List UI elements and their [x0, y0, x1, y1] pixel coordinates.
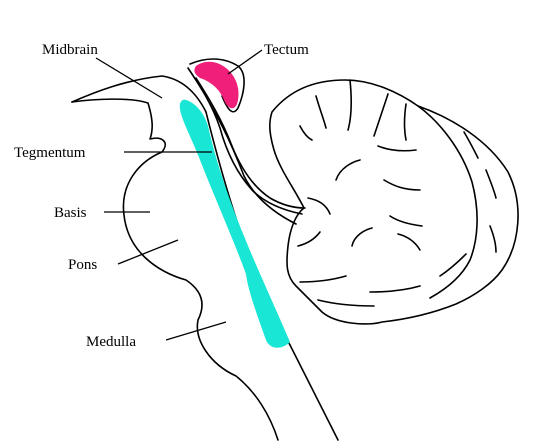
cerebellum-outline [269, 79, 519, 325]
tegmentum-region [179, 99, 290, 348]
dorsal-contour [205, 111, 291, 346]
label-tegmentum: Tegmentum [14, 145, 86, 161]
folium-1 [299, 125, 313, 141]
label-pons: Pons [68, 257, 97, 273]
folium-12 [351, 227, 373, 247]
tectum-region [194, 61, 239, 109]
folium-5 [403, 103, 407, 141]
folium-17 [463, 131, 479, 159]
folium-13 [297, 231, 321, 247]
ventricle-line-inner [195, 77, 306, 209]
folium-11 [307, 197, 331, 215]
folium-3 [347, 79, 353, 131]
folium-6 [377, 145, 417, 152]
folium-20 [317, 299, 375, 307]
folium-14 [299, 275, 347, 283]
label-basis: Basis [54, 205, 87, 221]
midbrain-leader [95, 57, 163, 99]
folium-10 [335, 159, 361, 181]
tectum-outline [189, 58, 245, 113]
ventricle-line-deep [209, 103, 297, 225]
folium-16 [439, 253, 467, 277]
folium-9 [397, 233, 421, 251]
ventricle-line-outer [187, 67, 303, 215]
label-tectum: Tectum [264, 42, 309, 58]
folium-7 [383, 179, 421, 191]
cerebellum [269, 79, 519, 325]
ventricle-outline [187, 58, 306, 225]
folium-8 [389, 215, 423, 227]
folium-15 [369, 285, 421, 293]
tectum-leader [227, 49, 263, 75]
leader-lines [95, 49, 263, 341]
folium-4 [373, 93, 389, 137]
medulla-leader [165, 321, 227, 341]
cerebellum-inner-lobe [417, 105, 478, 299]
folium-18 [485, 169, 497, 199]
label-midbrain: Midbrain [42, 42, 98, 58]
label-medulla: Medulla [86, 334, 136, 350]
ventral-contour [71, 98, 279, 441]
folium-2 [315, 95, 327, 129]
pons-leader [117, 239, 179, 265]
labels: Midbrain Tectum Tegmentum Basis Pons Med… [14, 42, 309, 350]
midbrain-top-contour [71, 75, 207, 113]
folium-19 [489, 225, 497, 253]
medulla-dorsal-contour [289, 344, 339, 441]
